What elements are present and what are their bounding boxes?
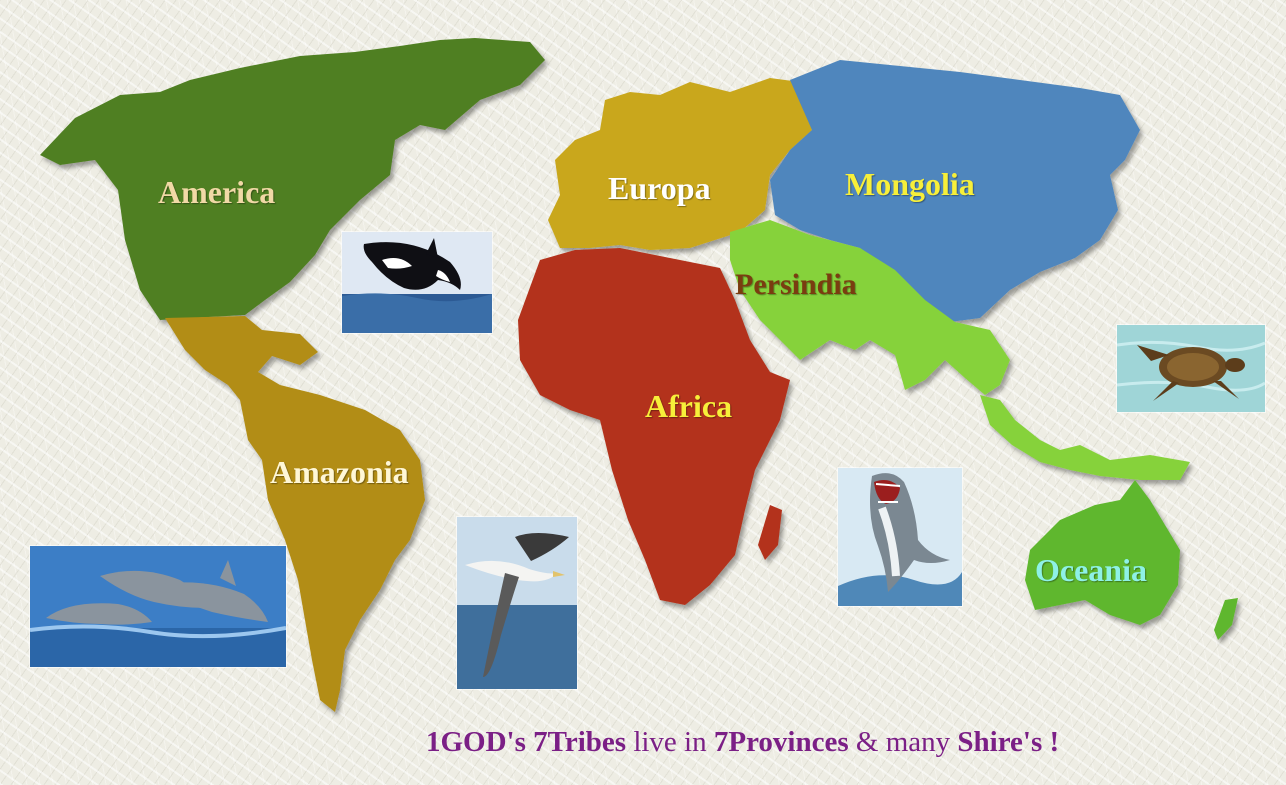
caption-7tribes: 7Tribes [533, 726, 627, 758]
label-mongolia: Mongolia [845, 166, 975, 202]
region-oceania [1025, 480, 1180, 625]
region-amazonia [165, 316, 425, 712]
region-africa [518, 248, 790, 605]
shark-photo [838, 468, 962, 606]
dolphins-photo [30, 546, 286, 667]
sea-turtle-icon [1137, 345, 1245, 401]
region-madagascar [758, 505, 782, 560]
orca-photo [342, 232, 492, 333]
label-europa: Europa [608, 170, 711, 206]
region-mongolia [770, 60, 1140, 322]
region-sea-islands [980, 395, 1190, 480]
label-amazonia: Amazonia [270, 454, 409, 490]
dolphins-icon [46, 560, 268, 625]
sea-turtle-photo [1117, 325, 1265, 412]
caption: 1GOD's 7Tribes live in 7Provinces & many… [426, 726, 1059, 759]
caption-many: & many [848, 726, 958, 758]
great-white-shark-icon [870, 473, 950, 592]
region-america [40, 38, 545, 320]
label-persindia: Persindia [735, 268, 857, 301]
albatross-icon [465, 533, 569, 677]
caption-7provinces: 7Provinces [713, 726, 849, 758]
caption-live-in: live in [626, 726, 714, 758]
region-new-zealand [1214, 598, 1238, 640]
caption-1god: 1GOD's [426, 726, 534, 758]
albatross-photo [457, 517, 577, 689]
region-europa [548, 78, 812, 250]
caption-shires: Shire's ! [957, 726, 1060, 758]
label-oceania: Oceania [1035, 552, 1147, 588]
region-persindia [730, 220, 1010, 395]
label-africa: Africa [645, 388, 733, 424]
label-america: America [158, 174, 276, 210]
